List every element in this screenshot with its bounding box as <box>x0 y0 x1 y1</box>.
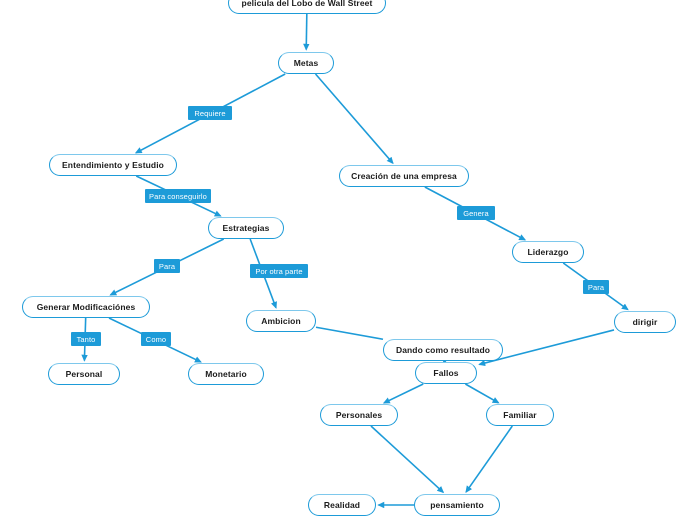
link-label-como[interactable]: Como <box>141 332 171 346</box>
edge-fallos-to-familiar <box>464 383 500 404</box>
node-ambicion[interactable]: Ambicion <box>246 310 316 332</box>
node-personales[interactable]: Personales <box>320 404 398 426</box>
node-dirigir[interactable]: dirigir <box>614 311 676 333</box>
node-pelicula[interactable]: pelicula del Lobo de Wall Street <box>228 0 386 14</box>
link-label-por-otra-parte[interactable]: Por otra parte <box>250 264 308 278</box>
node-familiar[interactable]: Familiar <box>486 404 554 426</box>
link-label-para-2[interactable]: Para <box>583 280 609 294</box>
node-creacion[interactable]: Creación de una empresa <box>339 165 469 187</box>
node-pensamiento[interactable]: pensamiento <box>414 494 500 516</box>
edge-pelicula-to-metas <box>303 13 310 51</box>
edge-fallos-to-personales <box>382 383 424 404</box>
node-dando[interactable]: Dando como resultado <box>383 339 503 361</box>
edge-metas-to-creacion <box>314 73 394 165</box>
node-estrategias[interactable]: Estrategias <box>208 217 284 239</box>
link-label-requiere[interactable]: Requiere <box>188 106 232 120</box>
node-liderazgo[interactable]: Liderazgo <box>512 241 584 263</box>
node-personal[interactable]: Personal <box>48 363 120 385</box>
edge-dirigir-to-fallos <box>478 329 615 367</box>
node-fallos[interactable]: Fallos <box>415 362 477 384</box>
edge-ambicion-to-dando <box>315 326 384 341</box>
node-entendimiento[interactable]: Entendimiento y Estudio <box>49 154 177 176</box>
edge-personales-to-pensamiento <box>370 425 445 494</box>
link-label-genera[interactable]: Genera <box>457 206 495 220</box>
node-realidad[interactable]: Realidad <box>308 494 376 516</box>
edge-familiar-to-pensamiento <box>465 425 513 494</box>
link-label-para-1[interactable]: Para <box>154 259 180 273</box>
link-label-tanto[interactable]: Tanto <box>71 332 101 346</box>
node-monetario[interactable]: Monetario <box>188 363 264 385</box>
link-label-para-conseguirlo[interactable]: Para conseguirlo <box>145 189 211 203</box>
node-generar[interactable]: Generar Modificaciónes <box>22 296 150 318</box>
node-metas[interactable]: Metas <box>278 52 334 74</box>
